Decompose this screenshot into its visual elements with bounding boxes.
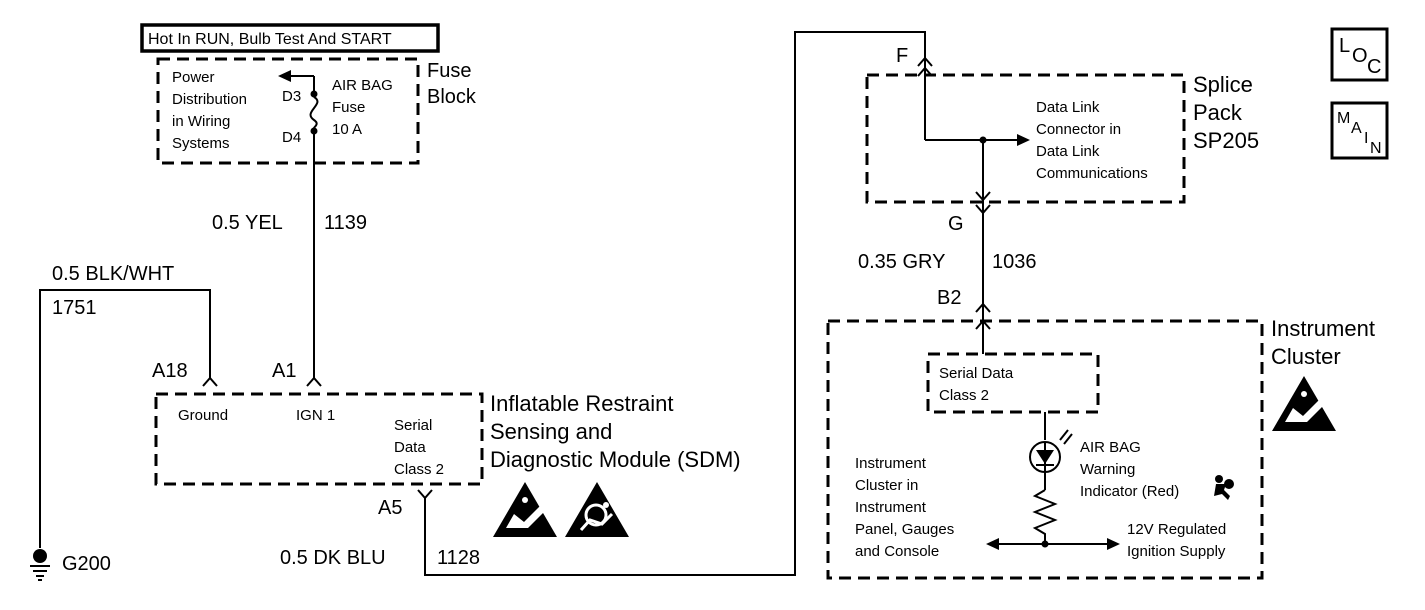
pin-b2: B2 xyxy=(937,287,961,309)
main-letter-i: I xyxy=(1364,130,1368,147)
instrument-cluster: Instrument Cluster Serial Data Class 2 A… xyxy=(826,302,1375,580)
wire-1128-circuit: 1128 xyxy=(437,547,480,569)
cluster-serial-label-2: Class 2 xyxy=(939,387,989,404)
location-label-5: and Console xyxy=(855,543,939,560)
splice-pack: Splice Pack SP205 F G Data Link Connecto… xyxy=(865,45,1259,235)
indicator-label-2: Warning xyxy=(1080,461,1135,478)
airbag-warning-icon xyxy=(565,482,629,537)
header-banner: Hot In RUN, Bulb Test And START xyxy=(140,23,440,53)
loc-button[interactable]: L O C xyxy=(1330,27,1389,82)
fuse-label-2: Fuse xyxy=(332,99,365,116)
power-dist-label-2: Distribution xyxy=(172,91,247,108)
fuse-label-1: AIR BAG xyxy=(332,77,393,94)
cluster-serial-label-1: Serial Data xyxy=(939,365,1014,382)
pin-a18: A18 xyxy=(152,360,188,382)
splice-title-3: SP205 xyxy=(1193,128,1259,153)
cluster-title-1: Instrument xyxy=(1271,316,1375,341)
pin-a1: A1 xyxy=(272,360,296,382)
wire-1751-gauge: 0.5 BLK/WHT xyxy=(52,263,174,285)
pin-a5: A5 xyxy=(378,497,402,519)
main-button[interactable]: M A I N xyxy=(1330,101,1389,160)
location-label-3: Instrument xyxy=(855,499,927,516)
power-dist-label-3: in Wiring xyxy=(172,113,230,130)
loc-letter-c: C xyxy=(1367,56,1381,78)
splice-title-1: Splice xyxy=(1193,72,1253,97)
pin-g: G xyxy=(948,213,964,235)
dlc-label-2: Connector in xyxy=(1036,121,1121,138)
pin-d4: D4 xyxy=(282,129,301,146)
location-label-2: Cluster in xyxy=(855,477,918,494)
airbag-indicator-icon xyxy=(1214,475,1234,500)
ground-symbol xyxy=(30,549,50,581)
dlc-label-1: Data Link xyxy=(1036,99,1100,116)
splice-title-2: Pack xyxy=(1193,100,1243,125)
wire-1128-gauge: 0.5 DK BLU xyxy=(280,547,386,569)
dlc-label-4: Communications xyxy=(1036,165,1148,182)
dlc-label-3: Data Link xyxy=(1036,143,1100,160)
sdm-ground-label: Ground xyxy=(178,407,228,424)
sdm-title-3: Diagnostic Module (SDM) xyxy=(490,447,741,472)
fuse-label-3: 10 A xyxy=(332,121,362,138)
wire-1036-circuit: 1036 xyxy=(992,251,1037,273)
pin-d3: D3 xyxy=(282,88,301,105)
esd-warning-icon xyxy=(493,482,557,537)
location-label-1: Instrument xyxy=(855,455,927,472)
main-letter-n: N xyxy=(1370,140,1382,157)
sdm-serial-label-1: Serial xyxy=(394,417,432,434)
indicator-label-1: AIR BAG xyxy=(1080,439,1141,456)
power-dist-label-4: Systems xyxy=(172,135,230,152)
ground-point-label: G200 xyxy=(62,553,111,575)
main-letter-a: A xyxy=(1351,120,1362,137)
supply-label-1: 12V Regulated xyxy=(1127,521,1226,538)
indicator-label-3: Indicator (Red) xyxy=(1080,483,1179,500)
fuse-block-title-2: Block xyxy=(427,86,477,108)
sdm-serial-label-2: Data xyxy=(394,439,426,456)
supply-label-2: Ignition Supply xyxy=(1127,543,1226,560)
loc-letter-l: L xyxy=(1339,35,1350,57)
led-icon xyxy=(1029,429,1073,473)
main-letter-m: M xyxy=(1337,110,1350,127)
wire-1036-gauge: 0.35 GRY xyxy=(858,251,945,273)
power-dist-label-1: Power xyxy=(172,69,215,86)
cluster-title-2: Cluster xyxy=(1271,344,1341,369)
sdm-serial-label-3: Class 2 xyxy=(394,461,444,478)
loc-letter-o: O xyxy=(1352,45,1368,67)
header-banner-text: Hot In RUN, Bulb Test And START xyxy=(148,31,392,48)
sdm-title-1: Inflatable Restraint xyxy=(490,391,673,416)
sdm-title-2: Sensing and xyxy=(490,419,612,444)
fuse-block-title-1: Fuse xyxy=(427,60,471,82)
esd-warning-icon-cluster xyxy=(1272,376,1336,431)
sdm-module: Inflatable Restraint Sensing and Diagnos… xyxy=(152,360,741,519)
fuse-block: Fuse Block Power Distribution in Wiring … xyxy=(156,57,477,165)
wire-1751-circuit: 1751 xyxy=(52,297,97,319)
pin-f: F xyxy=(896,45,908,67)
location-label-4: Panel, Gauges xyxy=(855,521,954,538)
wire-1139-gauge: 0.5 YEL xyxy=(212,212,283,234)
sdm-ign-label: IGN 1 xyxy=(296,407,335,424)
wire-1139-circuit: 1139 xyxy=(324,212,367,234)
